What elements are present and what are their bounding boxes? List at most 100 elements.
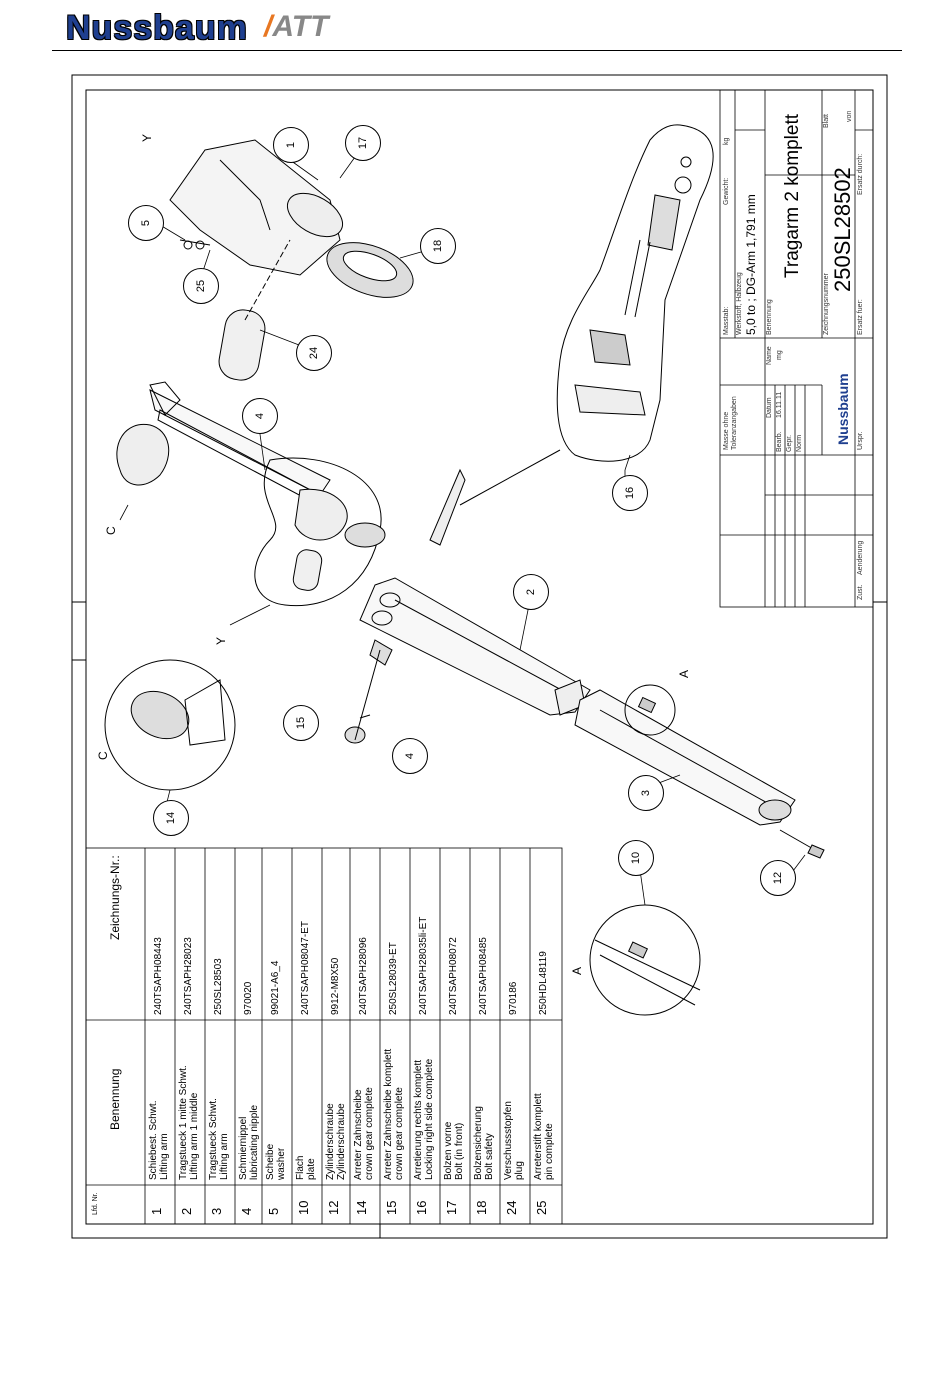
- part-name-en: pin complete: [544, 1123, 555, 1180]
- part-number: 5: [266, 1207, 281, 1215]
- callout-number: 10: [630, 851, 642, 865]
- name-value: mg: [776, 350, 783, 360]
- part-number: 4: [239, 1207, 254, 1215]
- col-drawing-header: Zeichnungs-Nr.:: [108, 855, 122, 940]
- arm-1: [574, 689, 825, 859]
- part-number: 16: [414, 1200, 429, 1215]
- callout-number: 4: [254, 412, 266, 420]
- part-number: 24: [504, 1200, 519, 1215]
- detail-24: [344, 649, 381, 744]
- part-number: 12: [326, 1200, 341, 1215]
- part-drawing-number: 250SL28503: [213, 958, 224, 1015]
- callout-4: 1: [273, 127, 309, 163]
- replacement-for: Ersatz fuer:: [857, 299, 864, 335]
- callout-14: 18: [420, 228, 456, 264]
- part-drawing-number: 240TSAPH08443: [153, 937, 164, 1015]
- callout-10: 10: [618, 840, 654, 876]
- callout-5: 5: [128, 205, 164, 241]
- part-name-en: washer: [276, 1147, 287, 1180]
- callout-number: 14: [165, 811, 177, 825]
- callout-number: 5: [140, 219, 152, 227]
- col-no-header: Lfd. Nr.: [92, 1192, 99, 1215]
- ursp-label: Urspr.: [857, 431, 864, 450]
- part-number: 2: [179, 1207, 194, 1215]
- part-name-de: Zylinderschraube: [325, 1103, 336, 1180]
- part-drawing-number: 99021-A6_4: [270, 960, 281, 1016]
- att-logo: /ATT: [264, 10, 329, 43]
- part-number: 1: [149, 1207, 164, 1215]
- callout-number: 2: [525, 588, 537, 596]
- title-block-grid: [719, 89, 874, 608]
- zust-label: Zust.: [857, 584, 864, 600]
- callout-2: 2: [513, 574, 549, 610]
- replaced-by: Ersatz durch:: [857, 153, 864, 195]
- outer-frame: [71, 74, 888, 1239]
- callout-number: 12: [772, 871, 784, 885]
- part-name-en: Lifting arm: [219, 1133, 230, 1180]
- material-label: Werkstoff, Halbzeug: [736, 272, 743, 335]
- callout-number: 25: [195, 279, 207, 293]
- part-number: 3: [209, 1207, 224, 1215]
- view-label-c: C: [96, 751, 110, 760]
- drawing-title: Tragarm 2 komplett: [782, 113, 803, 278]
- part-drawing-number: 240TSAPH08485: [478, 937, 489, 1015]
- part-name-en: Bolt (in front): [454, 1122, 465, 1180]
- drawing-number: 250SL28502: [830, 167, 855, 292]
- part-number: 18: [474, 1200, 489, 1215]
- col-name-header: Benennung: [108, 1068, 122, 1130]
- view-label-c: C: [104, 526, 118, 535]
- part-number: 17: [444, 1200, 459, 1215]
- callout-1: 3: [628, 775, 664, 811]
- part-name-de: Flach: [295, 1155, 306, 1180]
- detail-y-top: [169, 139, 414, 381]
- callout-number: 18: [432, 239, 444, 253]
- callout-3: 4: [242, 398, 278, 434]
- callout-17: 24: [296, 335, 332, 371]
- part-number: 15: [384, 1200, 399, 1215]
- part-name-en: Locking right side complete: [424, 1058, 435, 1180]
- norm-label: Norm: [796, 434, 803, 452]
- tolerance-note: Masse ohne Toleranzangaben: [723, 396, 738, 450]
- callout-25: 12: [760, 860, 796, 896]
- part-name-en: Zylinderschraube: [336, 1103, 347, 1180]
- part-name-de: Schmiernippel: [238, 1116, 249, 1180]
- part-number: 14: [354, 1200, 369, 1215]
- edited-label: Bearb.: [776, 431, 783, 452]
- part-name-en: crown gear complete: [364, 1087, 375, 1180]
- part-name-de: Tragstueck 1 mitte Schwt.: [178, 1065, 189, 1180]
- detail-a: [589, 684, 701, 1016]
- detail-c: [104, 659, 236, 791]
- part-name-en: Lifting arm: [159, 1133, 170, 1180]
- part-drawing-number: 9912-M8X50: [330, 957, 341, 1015]
- part-name-de: Tragstueck Schwt.: [208, 1098, 219, 1180]
- checked-label: Gepr.: [786, 434, 793, 452]
- part-name-de: Scheibe: [265, 1143, 276, 1180]
- part-name-de: Arretierung rechts komplett: [413, 1059, 424, 1180]
- arm-3: [116, 381, 386, 607]
- detail-16-cluster: [429, 124, 714, 546]
- part-drawing-number: 240TSAPH08072: [448, 937, 459, 1015]
- callout-number: 24: [308, 346, 320, 360]
- callout-number: 1: [285, 141, 297, 149]
- spec-text: 5,0 to ; DG-Arm 1,791 mm: [744, 194, 758, 335]
- part-drawing-number: 970020: [243, 981, 254, 1015]
- callout-12: 17: [345, 125, 381, 161]
- part-name-de: Arreterstift komplett: [533, 1093, 544, 1180]
- weight-label: Gewicht:: [723, 177, 730, 205]
- title-block-logo: Nussbaum: [835, 373, 851, 445]
- callout-16: 16: [612, 475, 648, 511]
- callout-number: 17: [357, 136, 369, 150]
- date-value: 16.11.11: [776, 391, 783, 418]
- callout-24: 15: [283, 705, 319, 741]
- part-drawing-number: 240TSAPH28023: [183, 937, 194, 1015]
- drawing-no-label: Zeichnungsnummer: [823, 273, 830, 335]
- part-drawing-number: 240TSAPH28096: [358, 937, 369, 1015]
- nussbaum-logo: Nussbaum: [66, 9, 248, 47]
- part-drawing-number: 250HDL48119: [538, 951, 549, 1015]
- part-name-de: Bolzensicherung: [473, 1106, 484, 1180]
- callout-number: 4: [404, 752, 416, 760]
- of-label: von: [846, 110, 853, 122]
- sheet-label: Blatt: [823, 113, 830, 128]
- callout-15: 14: [153, 800, 189, 836]
